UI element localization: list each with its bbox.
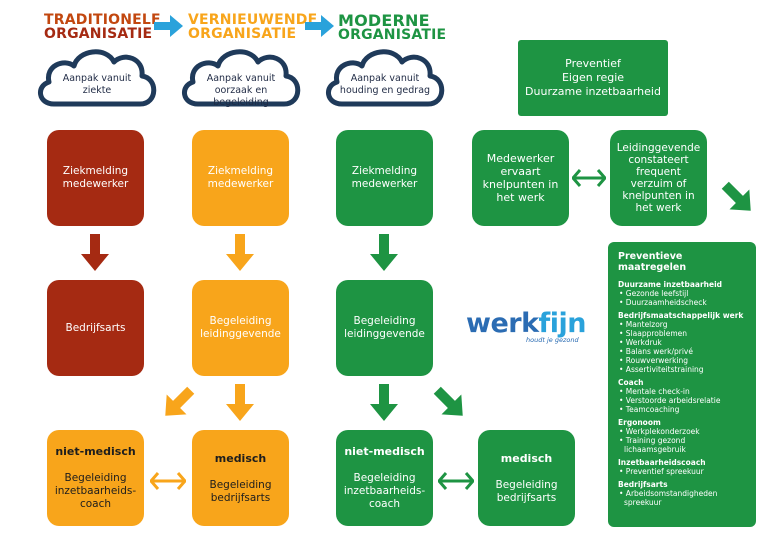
preventive-line1: Preventief bbox=[565, 57, 621, 70]
header-traditional-line2: ORGANISATIE bbox=[44, 26, 153, 42]
header-arrow-2-icon bbox=[305, 15, 334, 37]
cloud-traditional-text: Aanpak vanuit ziekte bbox=[62, 73, 132, 96]
modern-down-arrow-2-icon bbox=[370, 384, 398, 421]
measures-section: Bedrijfsmaatschappelijk werk • Mantelzor… bbox=[618, 311, 746, 374]
header-innovative-line2: ORGANISATIE bbox=[188, 26, 297, 42]
manager-box-text: Leidinggevende constateert frequent verz… bbox=[616, 142, 701, 214]
measures-section-title: Coach bbox=[618, 378, 644, 387]
measures-section-title: Bedrijfsmaatschappelijk werk bbox=[618, 311, 744, 320]
logo-part1: werk bbox=[466, 308, 539, 339]
preventive-box: Preventief Eigen regie Duurzame inzetbaa… bbox=[518, 40, 668, 116]
cloud-innovative: Aanpak vanuit oorzaak en begeleiding bbox=[176, 44, 306, 112]
measures-item: • Arbeidsomstandigheden spreekuur bbox=[619, 489, 718, 507]
measures-section: Duurzame inzetbaarheid • Gezonde leefsti… bbox=[618, 280, 746, 307]
modern-diag-arrow-icon bbox=[433, 386, 463, 416]
modern-nonmedical-text: Begeleiding inzetbaarheids-coach bbox=[343, 472, 426, 510]
modern-step1-text: Ziekmelding medewerker bbox=[351, 165, 418, 190]
innovative-bidirectional-arrow-icon bbox=[150, 472, 186, 490]
innovative-nonmedical-text: Begeleiding inzetbaarheids-coach bbox=[54, 472, 137, 510]
measures-item: • Werkdruk bbox=[619, 338, 662, 347]
measures-item: • Balans werk/privé bbox=[619, 347, 693, 356]
cloud-shape-icon bbox=[38, 49, 157, 107]
measures-item: • Preventief spreekuur bbox=[619, 467, 704, 476]
measures-section: Bedrijfsarts • Arbeidsomstandigheden spr… bbox=[618, 480, 746, 507]
measures-section-title: Inzetbaarheidscoach bbox=[618, 458, 706, 467]
measures-item: • Training gezond lichaamsgebruik bbox=[619, 436, 686, 454]
measures-item: • Slaapproblemen bbox=[619, 329, 688, 338]
preventive-line3: Duurzame inzetbaarheid bbox=[525, 85, 661, 98]
measures-item: • Duurzaamheidscheck bbox=[619, 298, 707, 307]
modern-medical-text: Begeleiding bedrijfsarts bbox=[495, 478, 558, 504]
modern-down-arrow-icon bbox=[370, 234, 398, 271]
header-modern-line1: MODERNE bbox=[338, 11, 430, 30]
logo-part2: fijn bbox=[538, 308, 587, 339]
innovative-medical-text: Begeleiding bedrijfsarts bbox=[209, 478, 272, 504]
innovative-medical-title: medisch bbox=[214, 451, 267, 465]
traditional-step1-box: Ziekmelding medewerker bbox=[47, 130, 144, 226]
innovative-medical-box: medisch Begeleiding bedrijfsarts bbox=[192, 430, 289, 526]
header-traditional-line1: TRADITIONELE bbox=[44, 12, 161, 28]
modern-step2-box: Begeleiding leidinggevende bbox=[336, 280, 433, 376]
manager-to-measures-arrow-icon bbox=[721, 181, 751, 211]
modern-medical-box: medisch Begeleiding bedrijfsarts bbox=[478, 430, 575, 526]
modern-step1-box: Ziekmelding medewerker bbox=[336, 130, 433, 226]
measures-section-title: Duurzame inzetbaarheid bbox=[618, 280, 723, 289]
header-modern: MODERNE ORGANISATIE bbox=[338, 11, 447, 43]
header-arrow-1-icon bbox=[154, 15, 183, 37]
werkfijn-logo: werkfijn bbox=[466, 308, 587, 339]
cloud-innovative-text: Aanpak vanuit oorzaak en begeleiding bbox=[206, 73, 276, 108]
header-innovative-line1: VERNIEUWENDE bbox=[188, 12, 318, 28]
preventive-measures-panel: Preventieve maatregelen Duurzame inzetba… bbox=[608, 242, 756, 527]
cloud-shape-icon bbox=[182, 49, 301, 107]
employee-box: Medewerker ervaart knelpunten in het wer… bbox=[472, 130, 569, 226]
header-modern-line2: ORGANISATIE bbox=[338, 27, 447, 43]
innovative-down-arrow-2-icon bbox=[226, 384, 254, 421]
measures-item: • Verstoorde arbeidsrelatie bbox=[619, 396, 721, 405]
innovative-step2-box: Begeleiding leidinggevende bbox=[192, 280, 289, 376]
innovative-down-arrow-icon bbox=[226, 234, 254, 271]
measures-section: Coach • Mentale check-in • Verstoorde ar… bbox=[618, 378, 746, 414]
measures-section-title: Ergonoom bbox=[618, 418, 661, 427]
logo-tagline: houdt je gezond bbox=[526, 336, 579, 344]
cloud-shape-icon bbox=[326, 49, 445, 107]
measures-item: • Assertiviteitstraining bbox=[619, 365, 704, 374]
employee-manager-arrow-icon bbox=[572, 169, 606, 187]
innovative-step1-box: Ziekmelding medewerker bbox=[192, 130, 289, 226]
innovative-diag-arrow-icon bbox=[165, 386, 195, 416]
traditional-step2-box: Bedrijfsarts bbox=[47, 280, 144, 376]
modern-nonmedical-box: niet-medisch Begeleiding inzetbaarheids-… bbox=[336, 430, 433, 526]
cloud-traditional: Aanpak vanuit ziekte bbox=[32, 44, 162, 112]
employee-box-text: Medewerker ervaart knelpunten in het wer… bbox=[482, 152, 559, 204]
modern-nonmedical-title: niet-medisch bbox=[344, 445, 425, 458]
header-innovative: VERNIEUWENDE ORGANISATIE bbox=[188, 12, 318, 42]
measures-section: Ergonoom • Werkplekonderzoek • Training … bbox=[618, 418, 746, 454]
measures-title: Preventieve maatregelen bbox=[618, 251, 687, 273]
measures-item: • Werkplekonderzoek bbox=[619, 427, 700, 436]
preventive-line2: Eigen regie bbox=[561, 71, 625, 84]
modern-step2-text: Begeleiding leidinggevende bbox=[344, 315, 425, 340]
innovative-nonmedical-box: niet-medisch Begeleiding inzetbaarheids-… bbox=[47, 430, 144, 526]
measures-item: • Rouwverwerking bbox=[619, 356, 689, 365]
manager-box: Leidinggevende constateert frequent verz… bbox=[610, 130, 707, 226]
measures-section: Inzetbaarheidscoach • Preventief spreeku… bbox=[618, 458, 746, 476]
measures-item: • Mantelzorg bbox=[619, 320, 668, 329]
measures-item: • Gezonde leefstijl bbox=[619, 289, 689, 298]
cloud-modern: Aanpak vanuit houding en gedrag bbox=[320, 44, 450, 112]
measures-item: • Mentale check-in bbox=[619, 387, 690, 396]
traditional-down-arrow-icon bbox=[81, 234, 109, 271]
measures-item: • Teamcoaching bbox=[619, 405, 680, 414]
cloud-modern-text: Aanpak vanuit houding en gedrag bbox=[339, 73, 431, 96]
innovative-nonmedical-title: niet-medisch bbox=[55, 445, 136, 458]
measures-section-title: Bedrijfsarts bbox=[618, 480, 668, 489]
innovative-step1-text: Ziekmelding medewerker bbox=[207, 165, 274, 190]
modern-medical-title: medisch bbox=[500, 451, 553, 465]
innovative-step2-text: Begeleiding leidinggevende bbox=[200, 315, 281, 340]
modern-bidirectional-arrow-icon bbox=[438, 472, 474, 490]
traditional-step2-text: Bedrijfsarts bbox=[65, 321, 126, 334]
header-traditional: TRADITIONELE ORGANISATIE bbox=[44, 12, 161, 42]
traditional-step1-text: Ziekmelding medewerker bbox=[62, 165, 129, 190]
